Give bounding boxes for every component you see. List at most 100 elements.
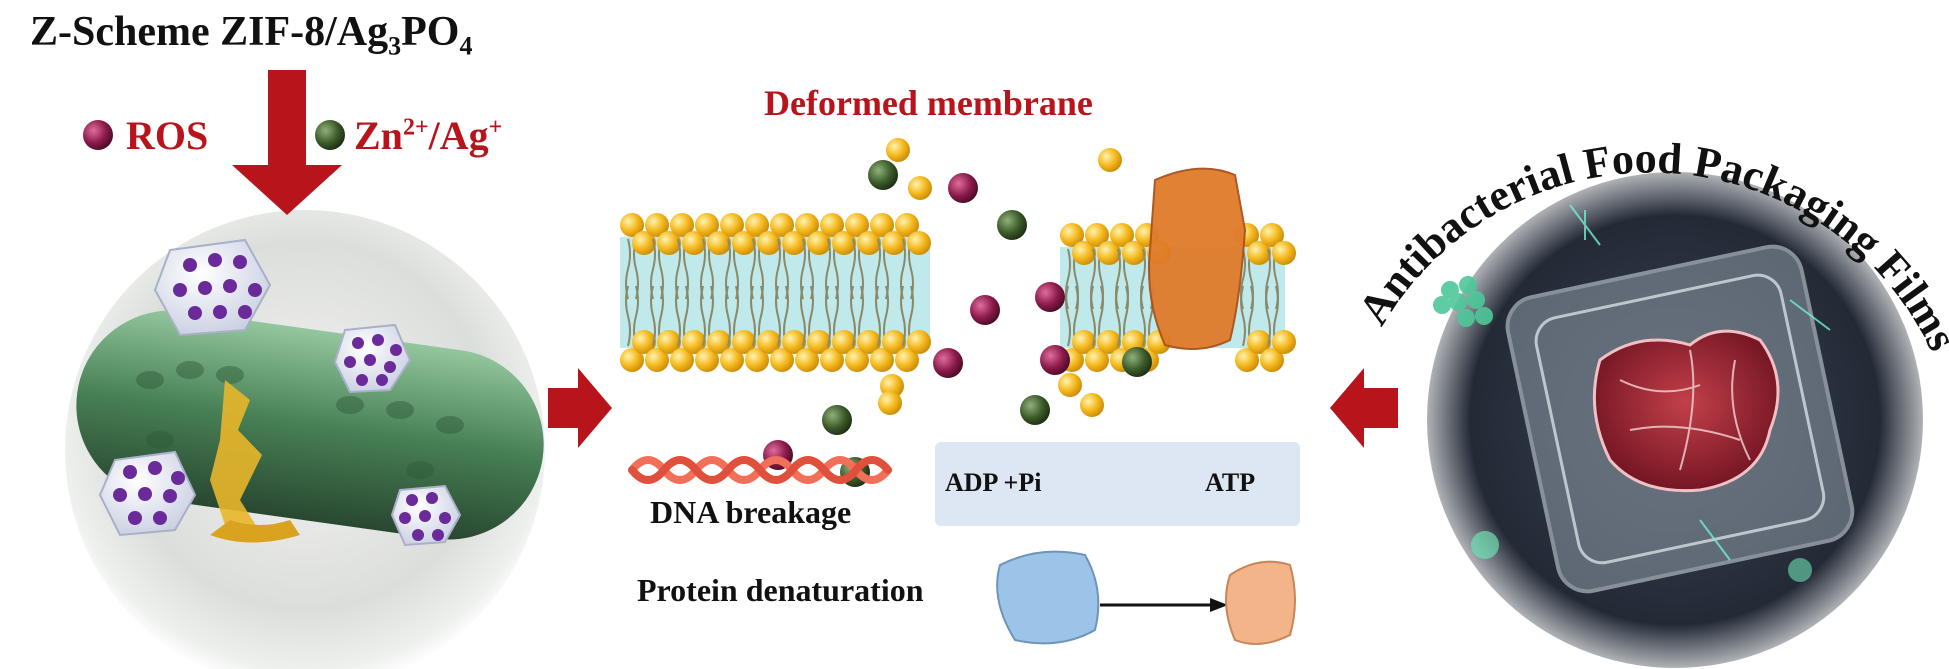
ros-particle	[948, 173, 978, 203]
lipid-head	[857, 231, 881, 255]
lipid-head	[1085, 223, 1109, 247]
lipid-head	[1122, 241, 1146, 265]
lipid-head	[1110, 223, 1134, 247]
lipid-head	[832, 330, 856, 354]
ion-legend-label: Zn2+/Ag+	[354, 113, 503, 158]
lipid-head	[882, 330, 906, 354]
lipid-head	[720, 213, 744, 237]
zif8-crystal	[333, 323, 412, 394]
atp-inhibition-box	[935, 442, 1300, 526]
loose-lipid	[1080, 393, 1104, 417]
ros-particle	[933, 348, 963, 378]
lipid-head	[620, 213, 644, 237]
lipid-head	[682, 330, 706, 354]
lipid-head	[807, 231, 831, 255]
lipid-head	[820, 348, 844, 372]
adp-label: ADP +Pi	[945, 468, 1042, 497]
lipid-head	[870, 348, 894, 372]
lipid-head	[1097, 330, 1121, 354]
lipid-head	[745, 348, 769, 372]
ion-particle	[868, 160, 898, 190]
lipid-head	[632, 330, 656, 354]
lipid-head	[845, 213, 869, 237]
native-protein	[996, 550, 1100, 645]
lipid-head	[670, 213, 694, 237]
lipid-head	[832, 231, 856, 255]
lipid-head	[820, 213, 844, 237]
red-down-arrow	[232, 70, 342, 215]
loose-lipid	[886, 138, 910, 162]
lipid-head	[845, 348, 869, 372]
ros-particle	[1040, 345, 1070, 375]
lipid-head	[1272, 330, 1296, 354]
dna-helix	[628, 456, 892, 484]
figure-title: Z-Scheme ZIF-8/Ag3PO4	[30, 9, 473, 61]
lipid-head	[795, 213, 819, 237]
lipid-head	[682, 231, 706, 255]
lipid-head	[907, 330, 931, 354]
deformed-membrane-label: Deformed membrane	[764, 83, 1093, 123]
ion-particle	[1122, 347, 1152, 377]
lipid-head	[1072, 241, 1096, 265]
lipid-head	[1247, 330, 1271, 354]
loose-lipid	[1058, 373, 1082, 397]
lipid-head	[657, 231, 681, 255]
lipid-head	[645, 348, 669, 372]
ion-particle	[822, 405, 852, 435]
lipid-head	[1247, 241, 1271, 265]
loose-lipid	[1098, 148, 1122, 172]
lipid-head	[657, 330, 681, 354]
lipid-head	[782, 330, 806, 354]
lipid-head	[807, 330, 831, 354]
ion-legend-icon	[315, 120, 345, 150]
ion-particle	[1020, 395, 1050, 425]
lipid-head	[870, 213, 894, 237]
lipid-head	[745, 213, 769, 237]
ros-particle	[1035, 282, 1065, 312]
lipid-head	[670, 348, 694, 372]
ros-particle	[970, 295, 1000, 325]
atp-label: ATP	[1205, 468, 1256, 497]
membrane-protein	[1148, 167, 1247, 350]
lipid-head	[782, 231, 806, 255]
loose-lipid	[878, 391, 902, 415]
lipid-head	[695, 213, 719, 237]
red-left-arrow	[1330, 368, 1398, 448]
lipid-head	[770, 348, 794, 372]
protein-denaturation-label: Protein denaturation	[637, 572, 924, 608]
lipid-head	[632, 231, 656, 255]
lipid-head	[1060, 223, 1084, 247]
bacteria-illustration	[65, 210, 545, 669]
lipid-head	[707, 330, 731, 354]
ros-legend-label: ROS	[126, 113, 209, 158]
dna-breakage-label: DNA breakage	[650, 494, 852, 530]
lipid-head	[757, 330, 781, 354]
lipid-head	[770, 213, 794, 237]
lipid-head	[720, 348, 744, 372]
zif8-crystal	[390, 484, 462, 547]
lipid-head	[895, 213, 919, 237]
lipid-head	[857, 330, 881, 354]
lipid-head	[1272, 241, 1296, 265]
lipid-head	[620, 348, 644, 372]
denatured-protein	[1225, 560, 1296, 645]
food-packaging-illustration	[1427, 172, 1923, 668]
lipid-head	[645, 213, 669, 237]
lipid-head	[1097, 241, 1121, 265]
lipid-head	[1260, 223, 1284, 247]
lipid-head	[707, 231, 731, 255]
ion-particle	[997, 210, 1027, 240]
lipid-head	[1072, 330, 1096, 354]
lipid-bilayer-left	[620, 138, 932, 415]
zif8-crystal	[98, 450, 197, 537]
loose-lipid	[908, 176, 932, 200]
lipid-head	[907, 231, 931, 255]
lipid-head	[757, 231, 781, 255]
lipid-head	[732, 231, 756, 255]
lipid-head	[1235, 348, 1259, 372]
zif8-crystal	[153, 238, 272, 337]
red-right-arrow	[548, 368, 612, 448]
lipid-head	[695, 348, 719, 372]
lipid-head	[795, 348, 819, 372]
